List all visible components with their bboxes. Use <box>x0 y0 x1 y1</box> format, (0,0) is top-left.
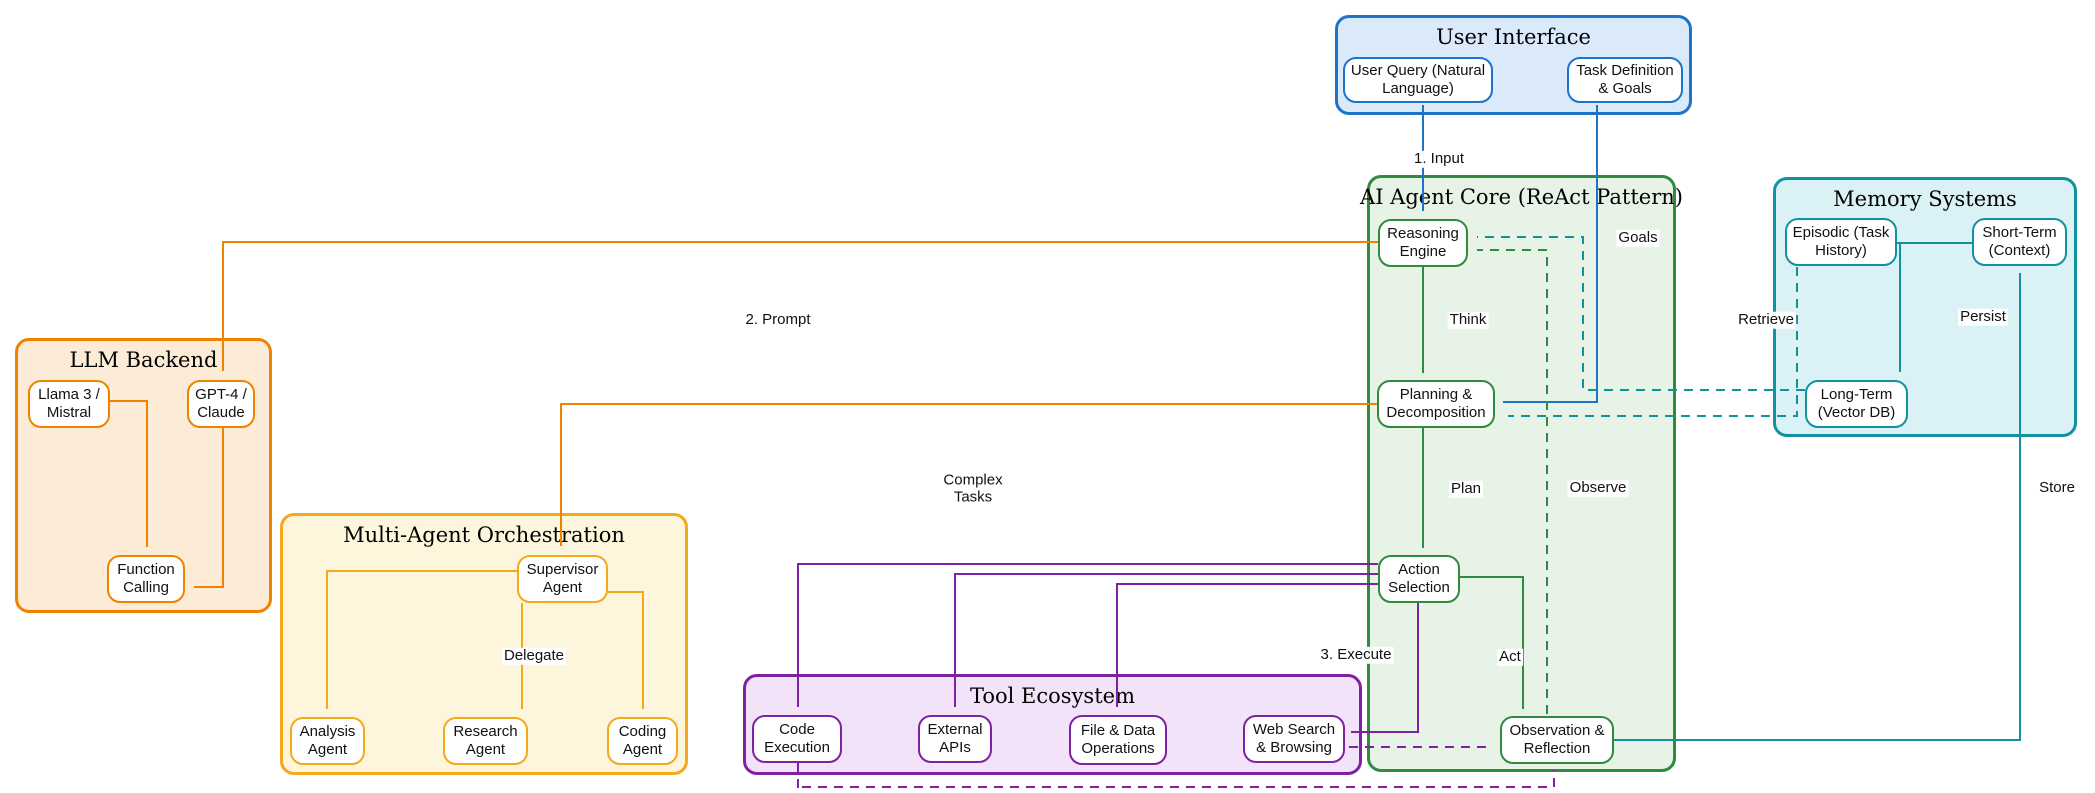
node-research-agent: Research Agent <box>443 717 528 765</box>
cluster-title-llm-backend: LLM Backend <box>69 348 218 372</box>
edge-complex-tasks <box>560 403 1377 546</box>
edge-label-input: 1. Input <box>1411 149 1467 168</box>
node-llama-mistral: Llama 3 / Mistral <box>28 380 110 428</box>
edge-label-observe: Observe <box>1567 478 1629 497</box>
node-web-search-browsing: Web Search & Browsing <box>1243 715 1345 763</box>
edge-action-code-execution <box>797 563 1378 707</box>
node-short-term-memory: Short-Term (Context) <box>1972 218 2067 266</box>
edge-action-external-apis <box>954 573 1378 707</box>
edge-label-persist: Persist <box>1958 307 2008 326</box>
node-external-apis: External APIs <box>918 715 992 763</box>
edge-action-file-data <box>1116 583 1378 707</box>
edge-label-think: Think <box>1447 310 1489 329</box>
edge-llama-function-calling <box>110 400 148 547</box>
node-reasoning-engine: Reasoning Engine <box>1378 219 1468 267</box>
edge-act <box>1460 576 1524 709</box>
node-observation-reflection: Observation & Reflection <box>1500 716 1614 764</box>
edge-label-retrieve: Retrieve <box>1736 310 1796 329</box>
cluster-title-user-interface: User Interface <box>1436 25 1591 49</box>
node-coding-agent: Coding Agent <box>607 717 678 765</box>
edge-label-plan: Plan <box>1448 479 1484 498</box>
cluster-title-multi-agent-orchestration: Multi-Agent Orchestration <box>343 523 625 547</box>
cluster-title-memory-systems: Memory Systems <box>1833 187 2017 211</box>
node-gpt4-claude: GPT-4 / Claude <box>187 380 255 428</box>
edge-label-delegate: Delegate <box>501 646 567 665</box>
node-function-calling: Function Calling <box>107 555 185 603</box>
edge-goals <box>1503 105 1598 403</box>
edge-observe <box>1477 249 1548 714</box>
edge-prompt <box>222 241 1378 371</box>
node-code-execution: Code Execution <box>752 715 842 763</box>
node-planning-decomposition: Planning & Decomposition <box>1377 380 1495 428</box>
node-user-query: User Query (Natural Language) <box>1343 57 1493 103</box>
edge-label-act: Act <box>1497 647 1523 666</box>
node-episodic-memory: Episodic (Task History) <box>1785 218 1897 266</box>
edge-label-complex-tasks: Complex Tasks <box>936 472 1010 506</box>
node-long-term-memory: Long-Term (Vector DB) <box>1805 380 1908 428</box>
node-task-definition: Task Definition & Goals <box>1567 57 1683 103</box>
node-file-data-operations: File & Data Operations <box>1069 715 1167 765</box>
edge-action-web-search <box>1351 603 1419 733</box>
edge-supervisor-coding <box>608 591 644 709</box>
edge-label-store: Store <box>2037 478 2077 497</box>
node-analysis-agent: Analysis Agent <box>290 717 365 765</box>
node-action-selection: Action Selection <box>1378 555 1460 603</box>
edge-gpt4-function-calling <box>194 428 224 588</box>
node-supervisor-agent: Supervisor Agent <box>517 555 608 603</box>
edge-tools-feedback-observation <box>802 770 1555 788</box>
cluster-title-ai-agent-core: AI Agent Core (ReAct Pattern) <box>1360 185 1683 209</box>
edge-label-prompt: 2. Prompt <box>743 310 813 329</box>
edge-retrieve <box>1508 267 1798 417</box>
cluster-title-tool-ecosystem: Tool Ecosystem <box>970 684 1135 708</box>
edge-store <box>1614 273 2021 741</box>
edge-label-goals: Goals <box>1616 228 1660 247</box>
edge-label-execute: 3. Execute <box>1318 645 1394 664</box>
edge-supervisor-analysis <box>326 570 517 709</box>
